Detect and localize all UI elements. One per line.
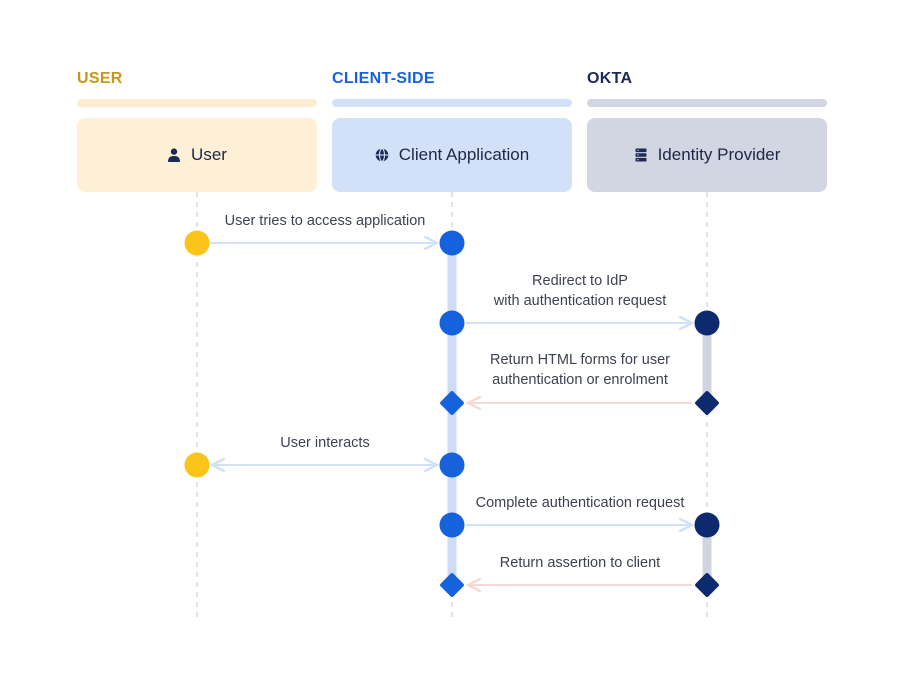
- actor-client: Client Application: [332, 118, 572, 192]
- lane-title-okta: OKTA: [587, 70, 633, 87]
- node-client-diamond-2: [440, 573, 464, 597]
- message-label: User interacts: [280, 435, 370, 451]
- server-icon: [635, 148, 647, 162]
- node-okta-1: [694, 310, 720, 336]
- lane-title-client: CLIENT-SIDE: [332, 70, 435, 87]
- lane-title-user: USER: [77, 70, 123, 87]
- node-okta-2: [694, 512, 720, 538]
- message-label: Complete authentication request: [475, 495, 685, 511]
- actor-user-label: User: [191, 145, 227, 164]
- message-label: Return assertion to client: [499, 555, 661, 571]
- node-user-2: [184, 452, 210, 478]
- lane-bar-okta: [587, 99, 827, 107]
- node-okta-diamond-2: [695, 573, 719, 597]
- actor-okta-label: Identity Provider: [657, 145, 781, 164]
- actor-user: User: [77, 118, 317, 192]
- message-label: User tries to access application: [224, 213, 426, 229]
- node-user-1: [184, 230, 210, 256]
- node-okta-diamond-1: [695, 391, 719, 415]
- node-client-diamond-1: [440, 391, 464, 415]
- message-label: Return HTML forms for user authenticatio…: [490, 352, 670, 388]
- actor-okta: Identity Provider: [587, 118, 827, 192]
- lane-bar-user: [77, 99, 317, 107]
- message-label: Redirect to IdP with authentication requ…: [493, 273, 667, 309]
- node-client-1: [439, 230, 465, 256]
- person-icon: [168, 148, 181, 162]
- lane-bar-client: [332, 99, 572, 107]
- node-client-4: [439, 512, 465, 538]
- node-client-3: [439, 452, 465, 478]
- globe-icon: [375, 148, 389, 162]
- node-client-2: [439, 310, 465, 336]
- actor-client-label: Client Application: [398, 145, 530, 164]
